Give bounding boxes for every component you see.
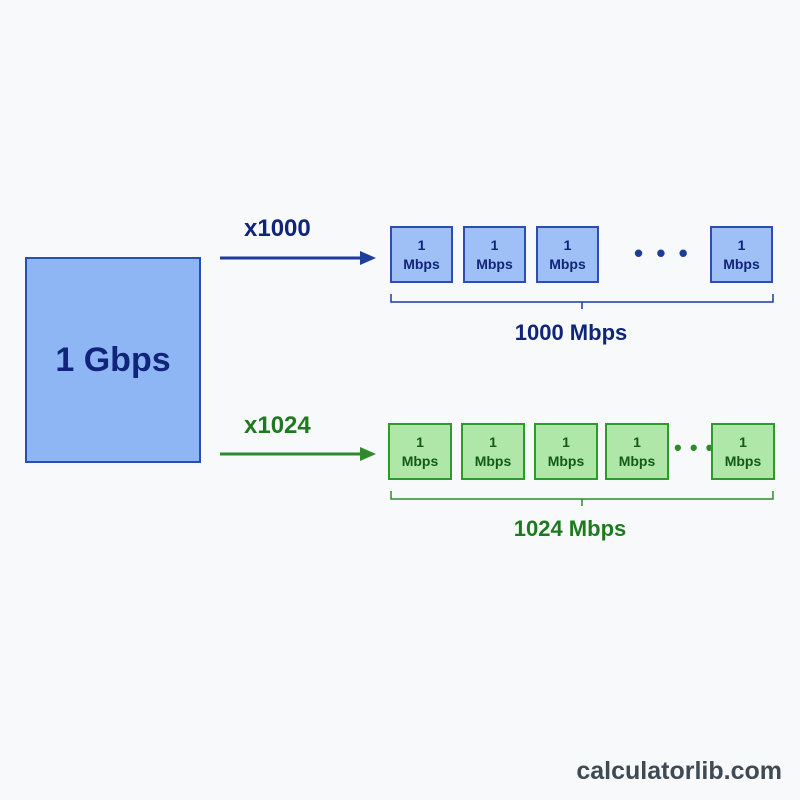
binary-unit-box: 1 Mbps [461,423,525,480]
binary-ellipsis: • • • [674,435,715,460]
decimal-unit-box: 1 Mbps [463,226,526,283]
unit-value: 1 [563,236,572,253]
unit-value: 1 [562,433,570,450]
source-box-1-gbps: 1 Gbps [25,257,201,463]
unit-value: 1 [416,433,424,450]
unit-value: 1 [489,433,497,450]
binary-unit-box: 1 Mbps [711,423,775,480]
unit-name: Mbps [724,452,762,469]
decimal-total-label: 1000 Mbps [514,320,628,345]
unit-name: Mbps [547,452,585,469]
binary-unit-box: 1 Mbps [534,423,598,480]
unit-name: Mbps [401,452,439,469]
decimal-unit-box: 1 Mbps [536,226,599,283]
unit-name: Mbps [476,255,513,272]
decimal-bracket [390,294,774,309]
binary-bracket [390,491,774,506]
unit-name: Mbps [723,255,760,272]
decimal-unit-box: 1 Mbps [710,226,773,283]
decimal-multiplier-label: x1000 [244,215,311,242]
binary-unit-box: 1 Mbps [388,423,452,480]
decimal-unit-box: 1 Mbps [390,226,453,283]
unit-value: 1 [737,236,746,253]
decimal-ellipsis: • • • [634,238,691,268]
unit-name: Mbps [618,452,656,469]
unit-value: 1 [633,433,641,450]
decimal-arrow [220,251,376,265]
binary-multiplier-label: x1024 [244,412,311,439]
unit-name: Mbps [549,255,586,272]
unit-value: 1 [739,433,747,450]
unit-name: Mbps [474,452,512,469]
binary-total-label: 1024 Mbps [513,516,627,541]
unit-value: 1 [490,236,499,253]
unit-name: Mbps [403,255,440,272]
site-watermark: calculatorlib.com [576,757,782,785]
binary-arrow [220,447,376,461]
binary-unit-box: 1 Mbps [605,423,669,480]
source-label: 1 Gbps [55,340,171,379]
unit-value: 1 [417,236,426,253]
